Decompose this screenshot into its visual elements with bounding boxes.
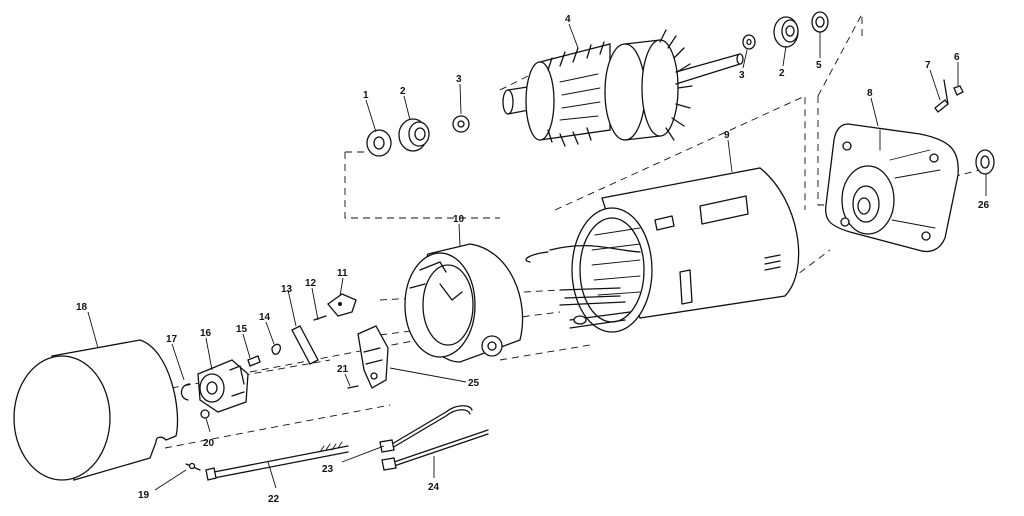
callout-13: 13 — [281, 284, 293, 295]
governor-assembly — [197, 359, 249, 413]
callout-23: 23 — [322, 464, 334, 475]
callout-9: 9 — [724, 130, 730, 141]
leader-lines — [87, 23, 987, 491]
callout-14: 14 — [259, 312, 271, 323]
callout-18: 18 — [76, 302, 88, 313]
callout-26: 26 — [978, 200, 990, 211]
callout-25: 25 — [468, 378, 480, 389]
callout-22: 22 — [268, 494, 280, 505]
callout-19: 19 — [138, 490, 150, 501]
right-bearing-set — [742, 11, 829, 50]
end-bracket — [404, 243, 524, 363]
small-parts — [247, 293, 357, 367]
stator-frame — [525, 167, 800, 333]
callout-2: 2 — [400, 86, 406, 97]
retaining-ring-17 — [180, 383, 191, 401]
callout-24: 24 — [428, 482, 440, 493]
drive-end-bracket — [824, 123, 959, 253]
switch-assembly — [347, 325, 389, 389]
callout-3: 3 — [456, 74, 462, 85]
screw-19 — [185, 462, 201, 471]
callout-8: 8 — [867, 88, 873, 99]
callout-4: 4 — [565, 14, 571, 25]
callout-21: 21 — [337, 364, 349, 375]
callout-6: 6 — [954, 52, 960, 63]
callout-17: 17 — [166, 334, 178, 345]
end-cover — [13, 339, 179, 481]
fastener-6-7 — [934, 79, 964, 113]
left-bearing-set — [366, 115, 470, 157]
callout-2b: 2 — [779, 68, 785, 79]
callout-7: 7 — [925, 60, 931, 71]
end-washer-26 — [975, 149, 995, 175]
callout-5: 5 — [816, 60, 822, 71]
rotor-assembly — [502, 29, 744, 147]
callout-12: 12 — [305, 278, 317, 289]
through-bolt — [205, 441, 349, 481]
callout-16: 16 — [200, 328, 212, 339]
callout-10: 10 — [453, 214, 465, 225]
callout-3b: 3 — [739, 70, 745, 81]
washer-20 — [200, 409, 210, 419]
callout-20: 20 — [203, 438, 215, 449]
callout-11: 11 — [337, 268, 348, 279]
lead-wires — [379, 405, 489, 471]
callout-15: 15 — [236, 324, 248, 335]
callout-1: 1 — [363, 90, 369, 101]
callout-labels: 1 2 3 4 3 2 5 7 6 8 9 26 10 11 12 13 14 … — [76, 14, 990, 505]
